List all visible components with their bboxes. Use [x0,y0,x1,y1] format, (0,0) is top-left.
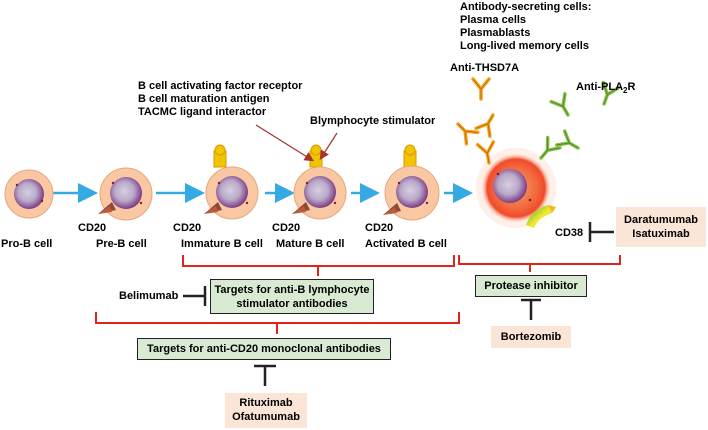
receptor-label-taci: TACMC ligand interactor [138,106,267,118]
bortezomib-box: Bortezomib [491,326,571,348]
stage-label-immature-b: Immature B cell [181,238,263,250]
secreting-title: Antibody-secreting cells: [460,1,592,13]
cd38-drug-isatuximab: Isatuximab [632,228,690,240]
blys-bracket [182,255,455,276]
pro-b-cell [4,169,54,219]
anti-pla2r-prefix: Anti-PLA [576,81,624,93]
cd20-drug-rituximab: Rituximab [239,397,293,409]
blys-target-box: Targets for anti-B lymphocyte stimulator… [210,279,374,314]
anti-pla2r-suffix: R [627,81,636,93]
cd38-drug-box: Daratumumab Isatuximab [616,207,706,247]
secreting-item: Long-lived memory cells [460,40,589,52]
antibody-secreting-cells-list: Antibody-secreting cells: Plasma cells P… [460,1,591,53]
stage-label-mature-b: Mature B cell [276,238,345,250]
cd20-drug-ofatumumab: Ofatumumab [232,411,300,423]
marker-cd20-activated-b: CD20 [365,222,394,234]
secreting-item: Plasmablasts [460,27,531,39]
belimumab-inhibition [183,286,207,306]
blys-target-line: Targets for anti-B lymphocyte [214,284,370,296]
cd38-drug-daratumumab: Daratumumab [624,214,698,226]
activated-b-cell [383,144,440,221]
anti-thsd7a-label: Anti-THSD7A [450,62,520,74]
cd20-drug-inhibition [254,364,276,386]
cd20-bracket [95,312,460,334]
bortezomib-inhibition [521,298,541,320]
blys-label: Blymphocyte stimulator [310,115,436,127]
plasma-cell [476,148,556,228]
secreting-item: Plasma cells [460,14,527,26]
anti-thsd7a-highlights [457,78,494,164]
cd38-label: CD38 [555,227,584,239]
stage-label-pro-b: Pro-B cell [1,238,53,250]
anti-pla2r-highlights [540,82,619,159]
cd38-inhibition [588,222,614,242]
marker-cd20-immature-b: CD20 [173,222,202,234]
immature-b-cell [204,144,259,220]
blys-target-line: stimulator antibodies [236,298,348,310]
anti-thsd7a-antibodies [456,77,496,165]
cd20-target-box: Targets for anti-CD20 monoclonal antibod… [137,338,391,360]
anti-pla2r-subscript: 2 [623,86,628,96]
pre-b-cell [98,167,153,221]
inhibition-symbols [183,222,614,386]
receptor-label-baffr: B cell activating factor receptor [138,80,303,92]
receptor-labels: B cell activating factor receptor B cell… [138,80,302,119]
anti-pla2r-label: Anti-PLA2R [576,81,635,97]
brackets [95,255,621,334]
cd20-drug-box: Rituximab Ofatumumab [225,393,307,428]
receptor-label-bcma: B cell maturation antigen [138,93,270,105]
stage-label-pre-b: Pre-B cell [96,238,147,250]
protease-inhibitor-box: Protease inhibitor [475,275,587,297]
stage-label-activated-b: Activated B cell [365,238,447,250]
belimumab-label: Belimumab [119,290,179,302]
receptor-indicators [255,124,338,162]
mature-b-cell [292,144,347,220]
marker-cd20-pre-b: CD20 [78,222,107,234]
marker-cd20-mature-b: CD20 [272,222,301,234]
plasma-bracket [458,255,621,272]
